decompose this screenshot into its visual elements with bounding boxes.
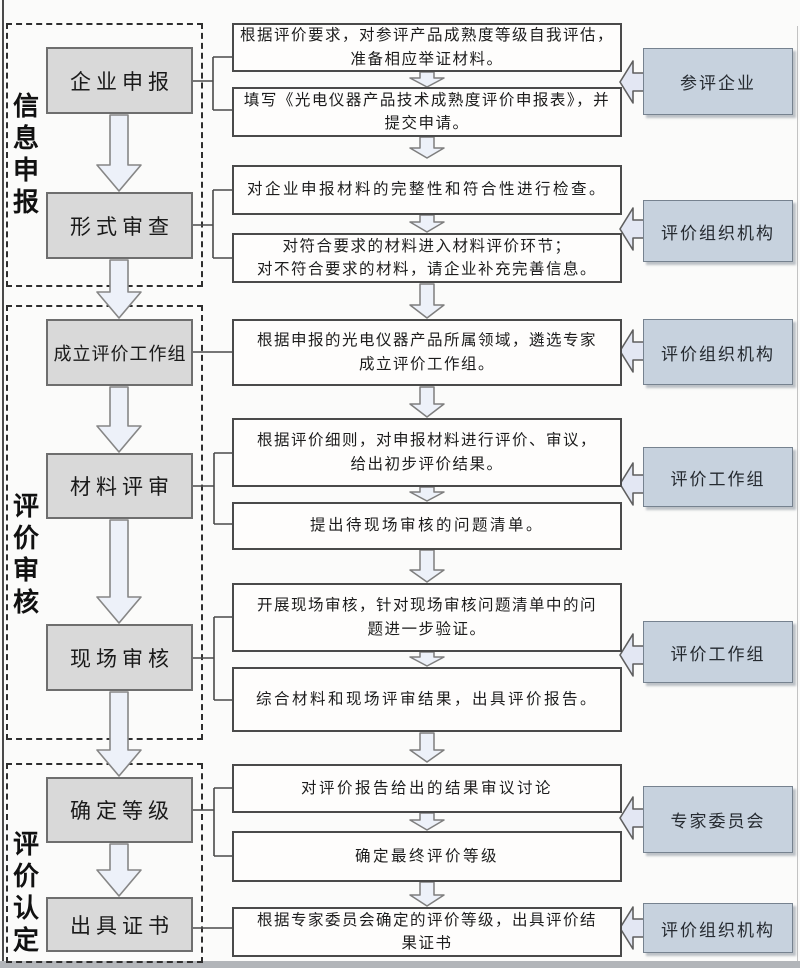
actor-box-evaluation-organization-3: 评价组织机构 [643, 903, 793, 953]
down-arrow-detail-3-4 [409, 214, 445, 233]
detail-box-issue-result-certificate: 根据专家委员会确定的评价等级，出具评价结 果证书 [232, 907, 622, 957]
down-arrow-detail-9-10 [409, 732, 445, 763]
detail-box-result-discussion: 对评价报告给出的结果审议讨论 [232, 764, 622, 813]
down-arrow-detail-2-3 [409, 136, 445, 159]
detail-box-self-assessment: 根据评价要求，对参评产品成熟度等级自我评估， 准备相应举证材料。 [232, 23, 622, 72]
step-box-format-review: 形式审查 [46, 192, 193, 259]
down-arrow-detail-10-11 [409, 812, 445, 831]
left-arrow-actor-2 [619, 207, 645, 251]
section-label-evaluation-review: 评价审核 [9, 492, 39, 620]
down-arrow-detail-5-6 [409, 386, 445, 418]
detail-box-select-experts: 根据申报的光电仪器产品所属领域，遴选专家 成立评价工作组。 [232, 319, 622, 386]
section-label-evaluation-determination: 评价认定 [9, 830, 39, 958]
down-arrow-detail-1-2 [409, 71, 445, 88]
down-arrow-detail-8-9 [409, 651, 445, 667]
down-arrow-detail-4-5 [409, 283, 445, 319]
actor-box-evaluation-working-group-2: 评价工作组 [643, 621, 793, 683]
down-arrow-detail-6-7 [409, 486, 445, 502]
actor-box-evaluation-organization-1: 评价组织机构 [643, 200, 793, 262]
left-arrow-actor-6 [619, 796, 645, 840]
right-border-line [797, 26, 798, 968]
section-label-information-declaration: 信息申报 [9, 92, 39, 220]
bottom-gray-strip [0, 961, 800, 968]
left-arrow-actor-5 [619, 633, 645, 677]
detail-box-preliminary-evaluation: 根据评价细则，对申报材料进行评价、审议， 给出初步评价结果。 [232, 418, 622, 487]
left-arrow-actor-3 [619, 329, 645, 373]
step-box-issue-certificate: 出具证书 [46, 897, 193, 952]
step-box-determine-grade: 确定等级 [46, 777, 193, 843]
down-arrow-detail-7-8 [409, 549, 445, 583]
step-box-onsite-audit: 现场审核 [46, 624, 193, 691]
step-box-enterprise-declaration: 企业申报 [46, 47, 193, 114]
detail-box-fill-application-form: 填写《光电仪器产品技术成熟度评价申报表》，并 提交申请。 [232, 87, 622, 137]
detail-box-qualified-materials: 对符合要求的材料进入材料评价环节； 对不符合要求的材料，请企业补充完善信息。 [232, 233, 622, 283]
left-arrow-actor-4 [619, 462, 645, 506]
detail-box-onsite-verification: 开展现场审核，针对现场审核问题清单中的问 题进一步验证。 [232, 583, 622, 652]
actor-box-evaluation-working-group-1: 评价工作组 [643, 447, 793, 507]
left-arrow-actor-1 [619, 60, 645, 104]
actor-box-expert-committee: 专家委员会 [643, 786, 793, 853]
actor-box-evaluation-organization-2: 评价组织机构 [643, 319, 793, 385]
detail-box-completeness-check: 对企业申报材料的完整性和符合性进行检查。 [232, 165, 622, 215]
detail-box-final-grade: 确定最终评价等级 [232, 831, 622, 882]
step-box-form-working-group: 成立评价工作组 [46, 319, 193, 386]
left-border-line [2, 0, 4, 968]
left-arrow-actor-7 [619, 906, 645, 950]
detail-box-onsite-question-list: 提出待现场审核的问题清单。 [232, 502, 622, 550]
down-arrow-detail-11-12 [409, 881, 445, 907]
actor-box-participating-enterprise: 参评企业 [643, 48, 793, 115]
detail-box-evaluation-report: 综合材料和现场评审结果，出具评价报告。 [232, 667, 622, 732]
step-box-material-review: 材料评审 [46, 453, 193, 519]
